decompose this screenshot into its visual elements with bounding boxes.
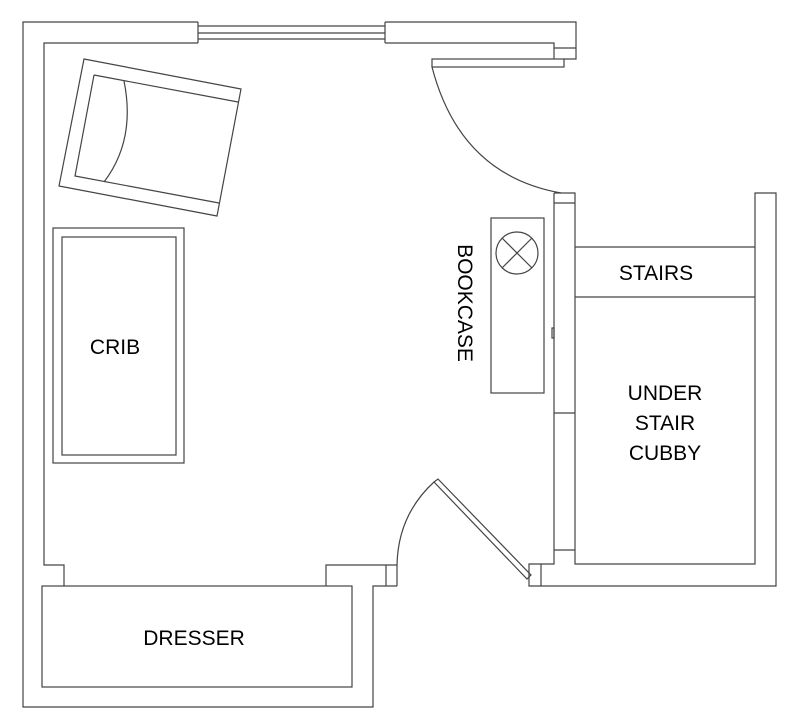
bookcase-label: BOOKCASE (453, 244, 476, 362)
armchair (58, 58, 242, 217)
cubby-label-line2: STAIR (635, 412, 695, 435)
dresser-label: DRESSER (143, 627, 245, 650)
crib: CRIB (52, 227, 185, 464)
light-fixture-icon (495, 231, 539, 275)
bottom-door[interactable] (396, 478, 532, 580)
cubby-label-line1: UNDER (628, 382, 703, 405)
dresser: DRESSER (41, 585, 353, 688)
cubby-label-line3: CUBBY (629, 442, 701, 465)
window (197, 22, 386, 43)
under-stair-cubby: UNDER STAIR CUBBY (628, 382, 703, 465)
crib-label: CRIB (90, 336, 140, 359)
bookcase: BOOKCASE (453, 217, 545, 394)
stairs-label: STAIRS (619, 262, 693, 285)
stairs: STAIRS (575, 246, 755, 298)
top-door[interactable] (431, 58, 565, 194)
walls (22, 21, 777, 708)
